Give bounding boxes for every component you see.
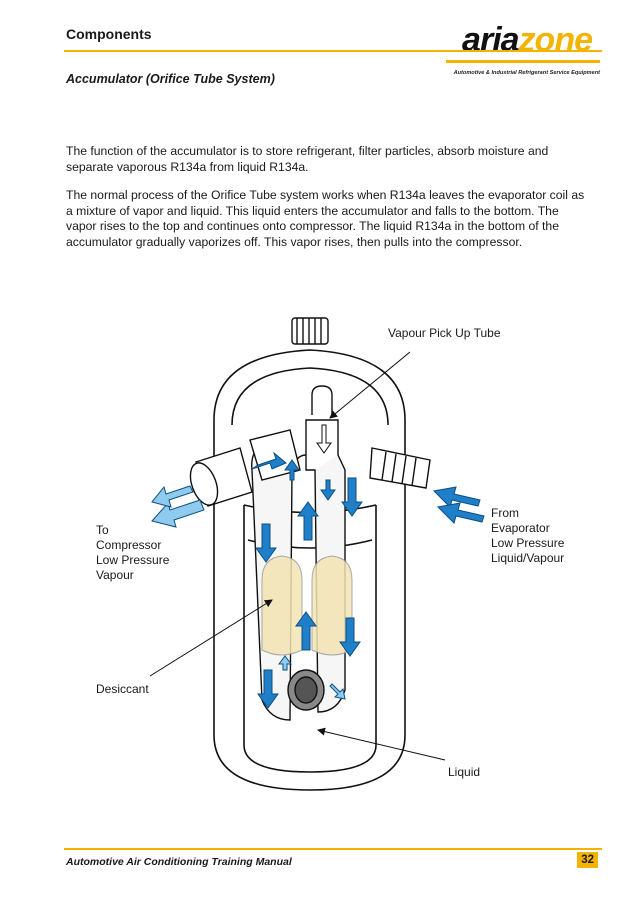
schrader-cap [291,317,329,345]
footer-divider [64,848,602,850]
leader-lines [149,351,446,761]
ariazone-logo: ariazone Automotive & Industrial Refrige… [440,20,600,76]
label-to-compressor: To Compressor Low Pressure Vapour [96,523,170,582]
page-subtitle: Accumulator (Orifice Tube System) [66,72,275,86]
flow-arrows [151,424,485,709]
page-number: 32 [577,852,598,868]
section-title: Components [66,26,152,42]
desiccant-bag [261,555,353,656]
label-desiccant: Desiccant [96,682,149,696]
label-vapour-pickup-tube: Vapour Pick Up Tube [388,326,501,340]
footer-manual-title: Automotive Air Conditioning Training Man… [66,856,292,868]
paragraph-function: The function of the accumulator is to st… [66,144,549,174]
header-divider [64,50,602,52]
accumulator-diagram [149,317,485,791]
label-liquid: Liquid [448,765,481,779]
canister [213,349,406,791]
label-from-evaporator: From Evaporator Low Pressure Liquid/Vapo… [491,506,565,565]
filter-screen [287,669,325,711]
paragraph-process: The normal process of the Orifice Tube s… [66,188,585,249]
inlet-fitting [369,447,431,489]
